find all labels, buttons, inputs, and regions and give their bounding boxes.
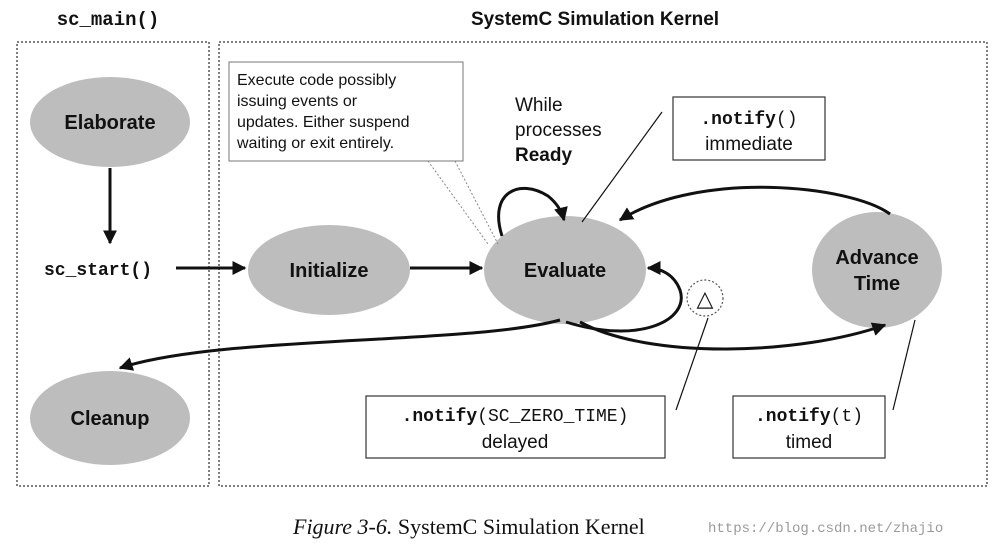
advance-time-node: Advance Time (812, 212, 942, 328)
initialize-label: Initialize (290, 260, 369, 282)
delayed-code: .notify (402, 407, 478, 427)
figure-label: Figure 3-6. (292, 514, 392, 539)
advance-to-evaluate-arrow (618, 185, 891, 222)
elaborate-label: Elaborate (64, 112, 155, 134)
timed-args: (t) (831, 407, 863, 427)
elaborate-node: Elaborate (30, 77, 190, 167)
evaluate-self-loop-arrow (497, 186, 568, 237)
execute-line-2: issuing events or (237, 93, 358, 110)
advance-label-line2: Time (854, 273, 900, 295)
immediate-args: () (776, 110, 798, 130)
timed-label: timed (786, 432, 832, 453)
delayed-args: (SC_ZERO_TIME) (477, 407, 628, 427)
evaluate-to-cleanup-arrow (118, 318, 561, 371)
evaluate-label: Evaluate (524, 260, 606, 282)
timed-code: .notify (755, 407, 831, 427)
svg-text:.notify(SC_ZERO_TIME): .notify(SC_ZERO_TIME) (402, 407, 629, 427)
cleanup-label: Cleanup (71, 408, 150, 430)
while-line-2: processes (515, 120, 602, 141)
while-line-3: Ready (515, 145, 572, 166)
delta-loop-arrow (565, 261, 683, 333)
execute-line-1: Execute code possibly (237, 72, 396, 89)
delta-symbol: △ (697, 286, 714, 311)
sc-main-header: sc_main() (57, 9, 160, 31)
cleanup-node: Cleanup (30, 371, 190, 465)
execute-callout: Execute code possibly issuing events or … (228, 61, 499, 245)
sc-main-panel (16, 41, 210, 487)
evaluate-node: Evaluate (484, 216, 646, 324)
svg-text:.notify(t): .notify(t) (755, 407, 863, 427)
sc-start-label: sc_start() (44, 261, 152, 281)
delta-marker: △ (686, 279, 724, 317)
advance-label-line1: Advance (835, 247, 918, 269)
execute-line-3: updates. Either suspend (237, 114, 410, 131)
kernel-panel (218, 41, 988, 487)
timed-callout: .notify(t) timed (732, 319, 916, 459)
initialize-node: Initialize (248, 225, 410, 315)
immediate-code: .notify (700, 110, 776, 130)
figure-title: SystemC Simulation Kernel (398, 514, 645, 539)
evaluate-to-advance-arrow (579, 320, 887, 351)
while-ready-text: While processes Ready (515, 95, 602, 166)
while-line-1: While (515, 95, 563, 116)
watermark: https://blog.csdn.net/zhajio (708, 521, 943, 537)
svg-text:.notify(): .notify() (700, 110, 797, 130)
immediate-label: immediate (705, 134, 793, 155)
delayed-label: delayed (482, 432, 549, 453)
delayed-callout: .notify(SC_ZERO_TIME) delayed (365, 317, 709, 459)
immediate-callout: .notify() immediate (581, 96, 826, 223)
kernel-header: SystemC Simulation Kernel (471, 9, 719, 30)
figure-caption: Figure 3-6. SystemC Simulation Kernel (292, 514, 645, 539)
execute-line-4: waiting or exit entirely. (236, 135, 394, 152)
